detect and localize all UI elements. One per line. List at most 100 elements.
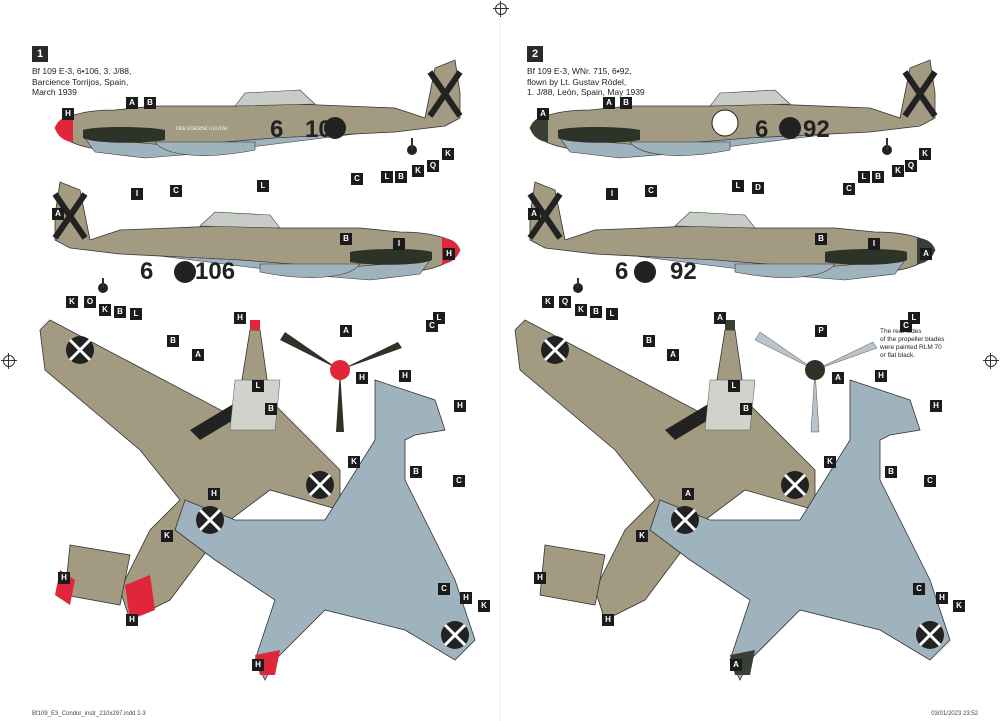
registration-mark-right [983, 353, 999, 369]
label-H: H [602, 614, 614, 626]
label-H: H [534, 572, 546, 584]
code-6-left-b: 6 [140, 258, 154, 285]
label-L: L [252, 380, 264, 392]
label-K: K [953, 600, 965, 612]
label-K: K [99, 304, 111, 316]
label-K: K [575, 304, 587, 316]
label-C: C [453, 475, 465, 487]
label-K: K [478, 600, 490, 612]
label-C: C [170, 185, 182, 197]
label-H: H [356, 372, 368, 384]
label-B: B [395, 171, 407, 183]
label-K: K [919, 148, 931, 160]
note-line: or flat black. [880, 352, 916, 359]
profile-left-side-1 [54, 59, 463, 159]
propeller-left [280, 332, 402, 432]
label-A: A [730, 659, 742, 671]
label-I: I [868, 238, 880, 250]
scheme-number-1: 1 [32, 46, 48, 62]
label-O: O [84, 296, 96, 308]
code-6-right-a: 6 [755, 116, 769, 143]
label-A: A [537, 108, 549, 120]
caption-line: flown by Lt. Gustav Rödel, [527, 76, 627, 87]
code-6-right-b: 6 [615, 258, 629, 285]
label-A: A [340, 325, 352, 337]
code-92-right-b: 92 [670, 258, 697, 285]
label-B: B [340, 233, 352, 245]
note-line: The rear sides [880, 328, 922, 335]
label-C: C [913, 583, 925, 595]
caption-line: 1. J/88, León, Spain, May 1939 [527, 87, 645, 97]
label-H: H [399, 370, 411, 382]
code-106-left-b: 106 [195, 258, 236, 285]
label-L: L [728, 380, 740, 392]
label-Q: Q [427, 160, 439, 172]
propeller-note: The rear sides of the propeller blades w… [880, 328, 944, 360]
label-A: A [682, 488, 694, 500]
label-K: K [824, 456, 836, 468]
label-K: K [161, 530, 173, 542]
label-Q: Q [905, 160, 917, 172]
planform-left-upper [39, 319, 341, 621]
label-K: K [412, 165, 424, 177]
label-H: H [208, 488, 220, 500]
label-C: C [924, 475, 936, 487]
label-P: P [815, 325, 827, 337]
planform-left-lower [174, 379, 476, 681]
label-H: H [252, 659, 264, 671]
note-line: were painted RLM 70 [880, 344, 942, 351]
label-B: B [620, 97, 632, 109]
caption-line: Bf 109 E-3, 6•106, 3. J/88, [32, 66, 132, 76]
label-L: L [732, 180, 744, 192]
label-A: A [52, 208, 64, 220]
label-H: H [234, 312, 246, 324]
label-K: K [348, 456, 360, 468]
planform-right-upper [514, 319, 816, 621]
nose-name-left: DER EISERNE GUSTAV [176, 127, 229, 132]
label-A: A [603, 97, 615, 109]
label-C: C [351, 173, 363, 185]
label-B: B [114, 306, 126, 318]
label-A: A [126, 97, 138, 109]
label-B: B [885, 466, 897, 478]
label-K: K [66, 296, 78, 308]
scheme-1-caption: Bf 109 E-3, 6•106, 3. J/88, Barcience To… [32, 66, 131, 98]
label-B: B [872, 171, 884, 183]
caption-line: March 1939 [32, 87, 77, 97]
footer-file-info: Bf109_E3_Condor_instr_210x297.indd 2-3 [32, 711, 146, 717]
label-C: C [438, 583, 450, 595]
label-H: H [930, 400, 942, 412]
label-B: B [815, 233, 827, 245]
label-K: K [892, 165, 904, 177]
label-A: A [920, 248, 932, 260]
label-D: D [752, 182, 764, 194]
label-A: A [667, 349, 679, 361]
label-C: C [900, 320, 912, 332]
caption-line: Bf 109 E-3, WNr. 715, 6•92, [527, 66, 632, 76]
planform-right-lower [649, 379, 951, 681]
label-Q: Q [559, 296, 571, 308]
label-L: L [606, 308, 618, 320]
propeller-right [754, 331, 878, 433]
label-H: H [460, 592, 472, 604]
label-B: B [740, 403, 752, 415]
label-K: K [636, 530, 648, 542]
label-B: B [167, 335, 179, 347]
label-H: H [454, 400, 466, 412]
scheme-number-2: 2 [527, 46, 543, 62]
label-L: L [381, 171, 393, 183]
footer-timestamp: 03/01/2023 23:52 [931, 711, 978, 717]
label-C: C [843, 183, 855, 195]
label-B: B [643, 335, 655, 347]
label-B: B [410, 466, 422, 478]
label-H: H [936, 592, 948, 604]
label-L: L [130, 308, 142, 320]
scheme-2-caption: Bf 109 E-3, WNr. 715, 6•92, flown by Lt.… [527, 66, 645, 98]
note-line: of the propeller blades [880, 336, 945, 343]
label-K: K [442, 148, 454, 160]
label-K: K [542, 296, 554, 308]
label-A: A [528, 208, 540, 220]
label-I: I [606, 188, 618, 200]
registration-mark-left [1, 353, 17, 369]
